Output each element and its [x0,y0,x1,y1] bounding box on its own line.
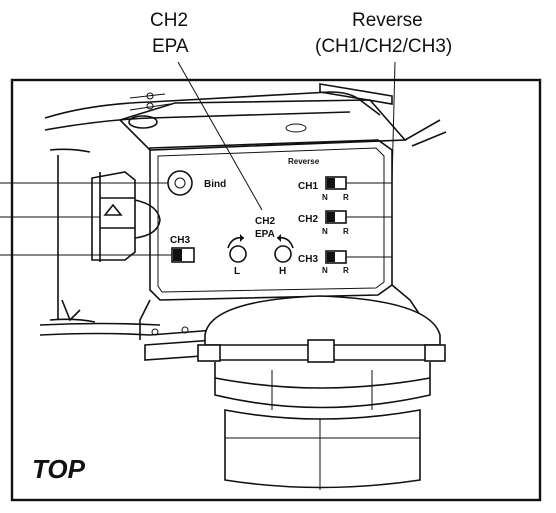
ch1-normal-label: N [322,193,328,202]
view-label: TOP [32,454,86,484]
reverse-header: Reverse [288,157,320,166]
reverse-switch-ch3: CH3 N R [298,250,349,275]
knob-low-label: L [234,266,240,277]
ch2-epa-callout-line2: EPA [152,36,189,57]
reverse-callout-line2: (CH1/CH2/CH3) [315,36,452,57]
ch2-normal-label: N [322,227,328,236]
upper-housing [44,83,447,151]
reverse-bracket [346,61,396,258]
ch3-normal-label: N [322,266,328,275]
epa-knob-high: H [274,234,294,277]
bind-button [167,170,193,196]
ch3-reverse-label: R [343,266,349,275]
knob-high-label: H [279,266,286,277]
epa-panel-label-line1: CH2 [255,216,275,227]
ch2-reverse-label: R [343,227,349,236]
ch2-label: CH2 [298,214,318,225]
reverse-callout-line1: Reverse [352,10,423,31]
epa-knob-low: L [227,234,247,277]
bind-label: Bind [204,179,226,190]
control-panel [149,139,393,301]
ch3-switch: CH3 [170,235,195,263]
ch3-label: CH3 [298,254,318,265]
ch1-reverse-label: R [343,193,349,202]
epa-leader-line [177,61,263,211]
wheel-assembly [197,295,446,490]
ch3-switch-label: CH3 [170,235,190,246]
left-leader-lines [0,182,180,256]
ch1-label: CH1 [298,181,318,192]
ch2-epa-callout-line1: CH2 [150,10,188,31]
epa-panel-label-line2: EPA [255,229,275,240]
